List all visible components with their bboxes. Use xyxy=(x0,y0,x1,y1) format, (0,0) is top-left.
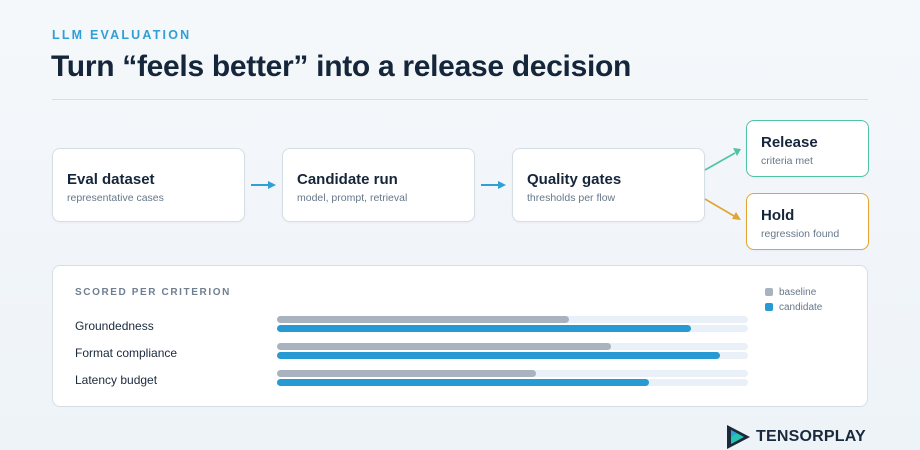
outcome-title: Hold xyxy=(761,207,795,224)
criteria-panel: SCORED PER CRITERION Groundedness Format… xyxy=(52,265,868,407)
criterion-label: Format compliance xyxy=(75,346,178,360)
page-title: Turn “feels better” into a release decis… xyxy=(51,50,632,83)
arrow-to-hold-icon xyxy=(704,198,741,220)
criterion-label: Latency budget xyxy=(75,373,158,387)
legend-swatch xyxy=(765,303,773,311)
arrow-run-to-gates-icon xyxy=(481,181,506,189)
step-subtitle: model, prompt, retrieval xyxy=(297,192,408,204)
step-subtitle: representative cases xyxy=(67,192,164,204)
bar-candidate-groundedness xyxy=(277,325,691,332)
criterion-label: Groundedness xyxy=(75,319,154,333)
outcome-title: Release xyxy=(761,134,818,151)
panel-label: SCORED PER CRITERION xyxy=(75,287,231,298)
step-title: Quality gates xyxy=(527,171,622,188)
arrow-to-release-icon xyxy=(704,148,741,171)
title-divider xyxy=(52,99,868,100)
brand-wordmark: TENSORPLAY xyxy=(756,428,866,445)
bar-candidate-format-compliance xyxy=(277,352,720,359)
step-subtitle: thresholds per flow xyxy=(527,192,616,204)
brand-logo: TENSORPLAY xyxy=(726,424,876,450)
step-quality-gates: Quality gates thresholds per flow xyxy=(512,148,705,222)
legend-swatch xyxy=(765,288,773,296)
step-candidate-run: Candidate run model, prompt, retrieval xyxy=(282,148,475,222)
bar-baseline-groundedness xyxy=(277,316,569,323)
legend-label: candidate xyxy=(779,302,823,313)
legend-label: baseline xyxy=(779,287,817,298)
outcome-subtitle: regression found xyxy=(761,228,840,240)
eyebrow-label: LLM EVALUATION xyxy=(52,28,192,42)
step-title: Eval dataset xyxy=(67,171,155,188)
play-triangle-logo-icon xyxy=(727,425,750,449)
bar-candidate-latency-budget xyxy=(277,379,649,386)
step-eval-dataset: Eval dataset representative cases xyxy=(52,148,245,222)
bar-baseline-format-compliance xyxy=(277,343,611,350)
outcome-subtitle: criteria met xyxy=(761,155,813,167)
step-title: Candidate run xyxy=(297,171,398,188)
outcome-release: Release criteria met xyxy=(746,120,869,177)
bar-baseline-latency-budget xyxy=(277,370,536,377)
arrow-dataset-to-run-icon xyxy=(251,181,276,189)
outcome-hold: Hold regression found xyxy=(746,193,869,250)
